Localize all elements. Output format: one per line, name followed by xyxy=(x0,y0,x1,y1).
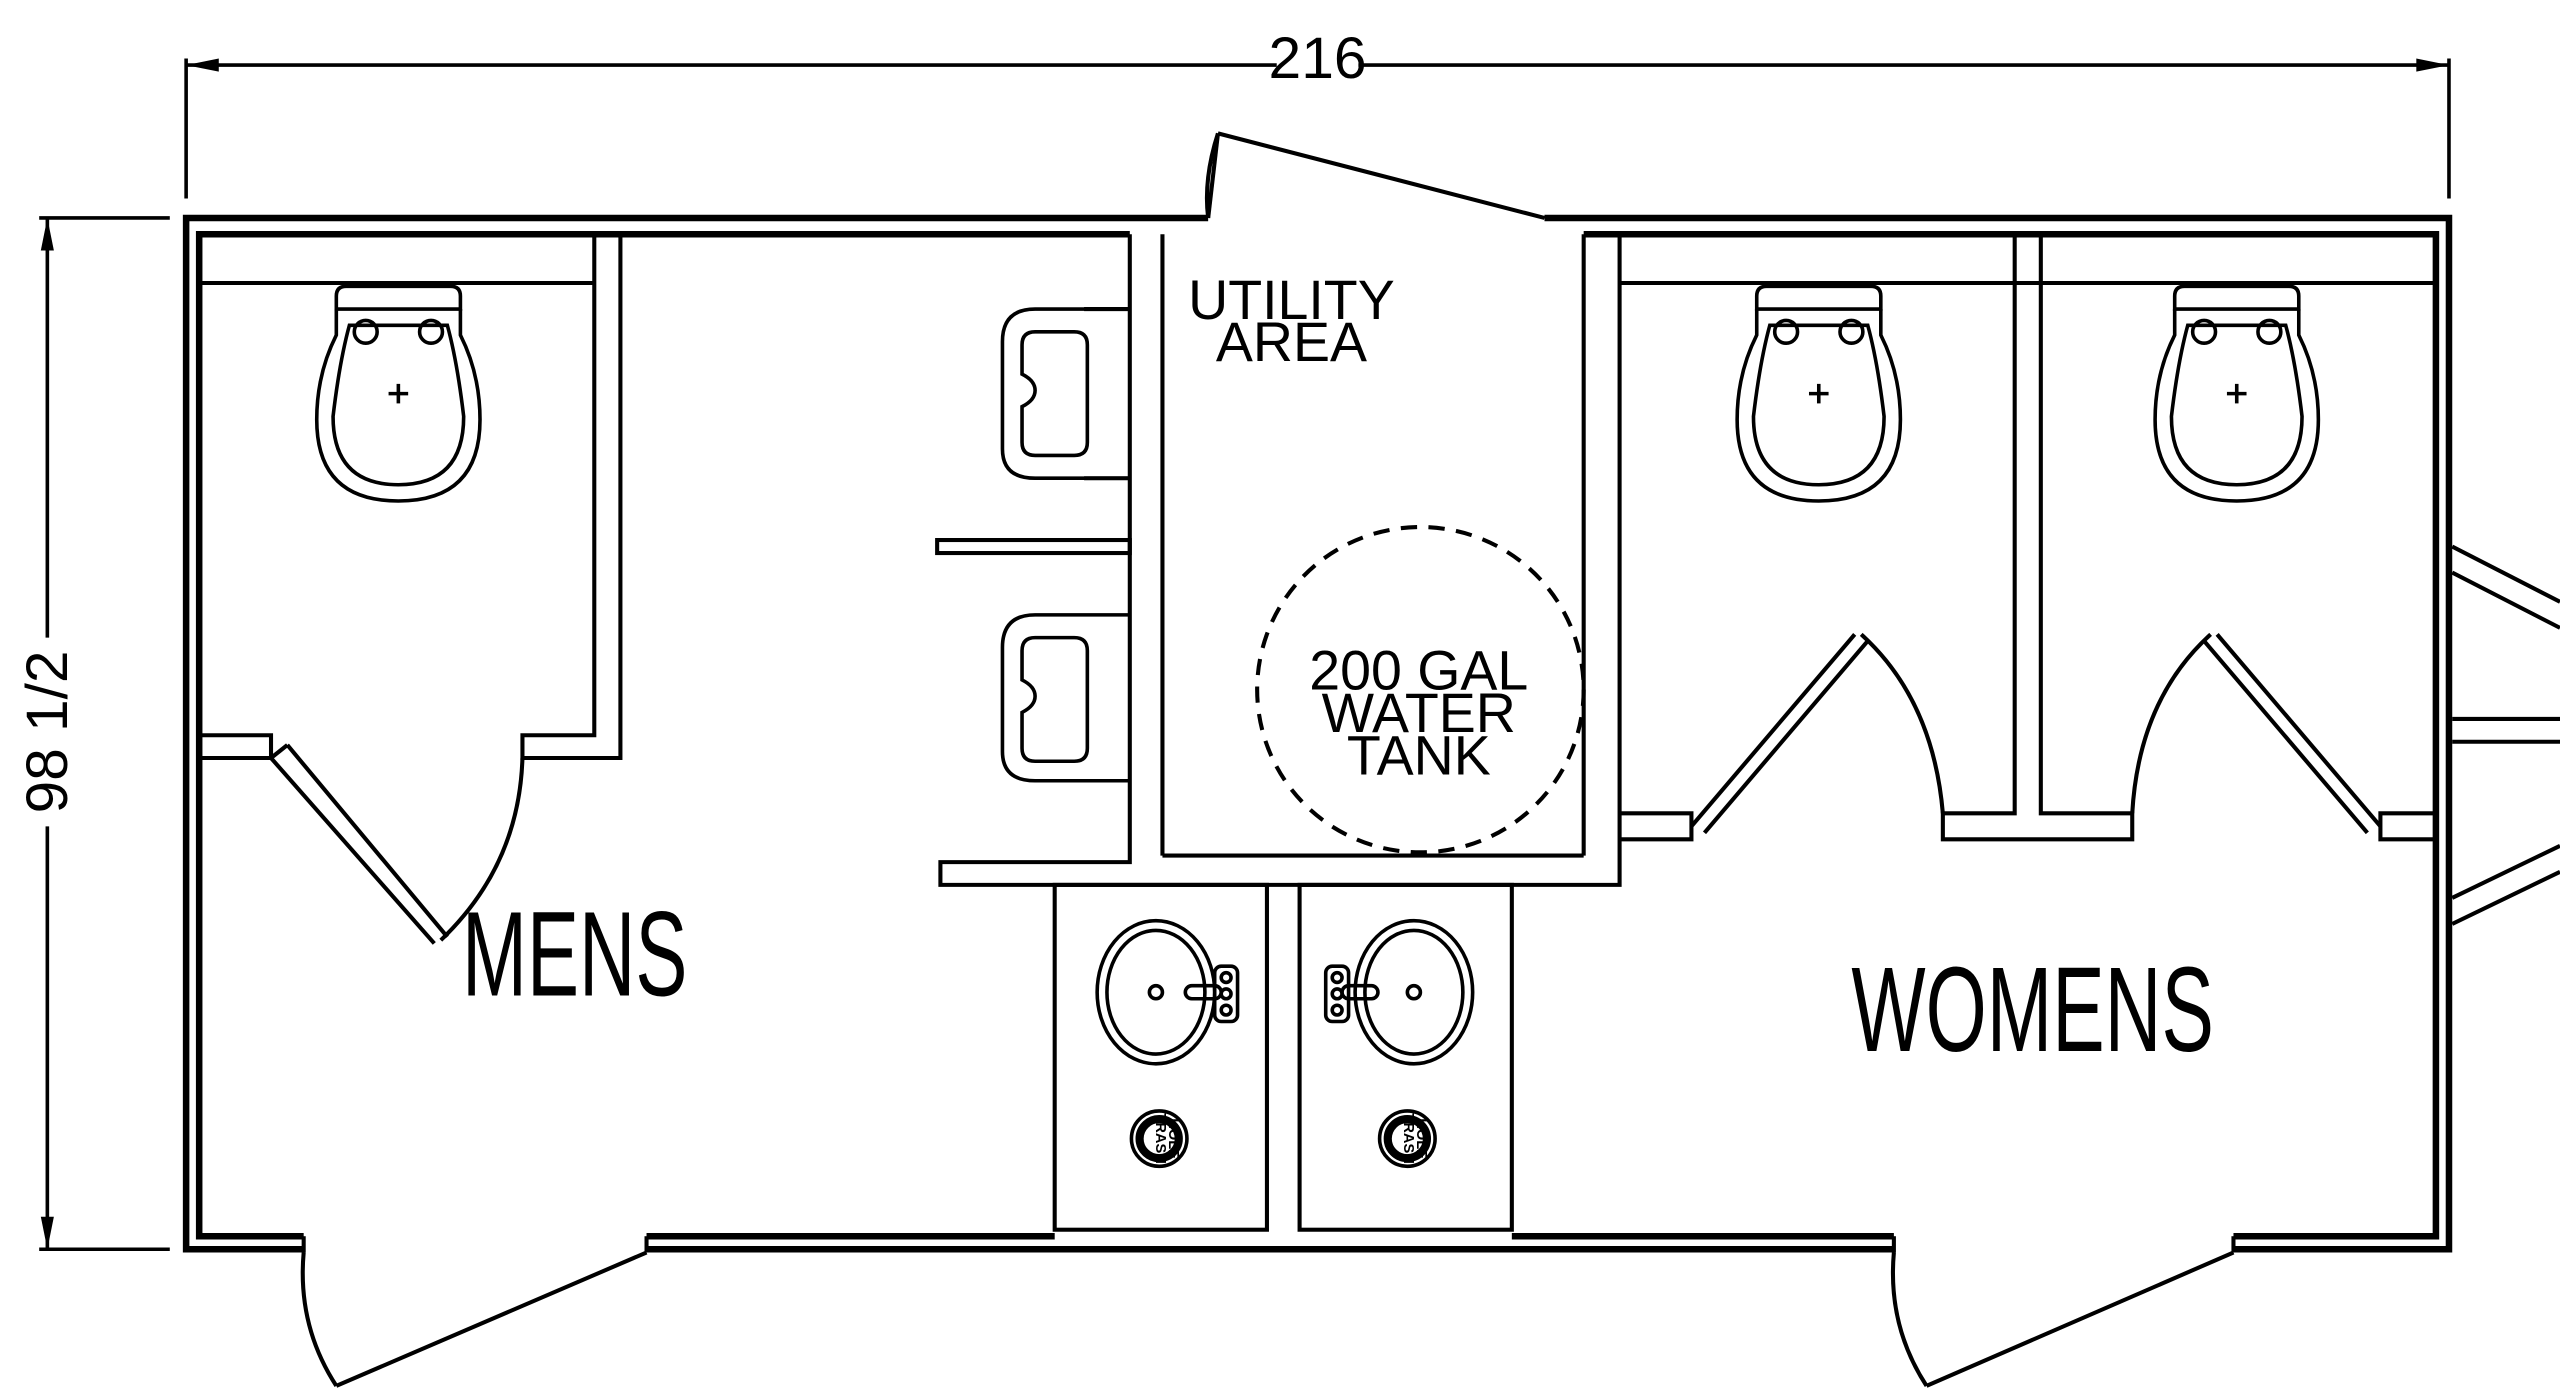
trash-hole-icon: TRASH HOLE xyxy=(1129,1109,1189,1169)
trailer-hitch xyxy=(2451,544,2560,926)
arrow-right-icon xyxy=(2416,58,2449,72)
depth-dimension: 98 1/2 xyxy=(15,216,170,1252)
exterior-walls xyxy=(182,214,2453,1253)
toilet-womens-2 xyxy=(2153,284,2321,503)
tank-label-line2: WATER xyxy=(1322,682,1516,744)
mens-basin-1 xyxy=(1000,307,1130,481)
arrow-down-icon xyxy=(40,1216,54,1250)
sink-cabinet-right: TRASH HOLE xyxy=(1297,882,1514,1232)
faucet-icon xyxy=(1323,964,1380,1024)
width-dimension-label: 216 xyxy=(1269,26,1367,91)
width-dimension: 216 xyxy=(184,26,2451,199)
sink-cabinet-left: TRASH HOLE xyxy=(1052,882,1269,1232)
center-partitions xyxy=(935,234,1622,887)
womens-entry-door xyxy=(1890,1236,2236,1388)
mens-basin-2 xyxy=(1000,613,1130,783)
trash-label-right-2: HOLE xyxy=(1413,1118,1429,1159)
utility-label-line2: AREA xyxy=(1216,311,1367,373)
toilet-womens-1 xyxy=(1735,284,1903,503)
trash-label-left-2: HOLE xyxy=(1165,1118,1181,1159)
mens-stall xyxy=(199,234,623,945)
trash-label-right-1: TRASH xyxy=(1400,1113,1416,1163)
womens-room-label: WOMENS xyxy=(1851,942,2213,1077)
mens-entry-door xyxy=(300,1236,649,1388)
water-tank: 200 GAL WATER TANK xyxy=(1255,524,1586,855)
utility-label-line1: UTILITY xyxy=(1188,269,1395,331)
tank-label-line3: TANK xyxy=(1347,724,1491,786)
toilet-mens xyxy=(314,284,482,503)
trash-hole-icon: TRASH HOLE xyxy=(1377,1109,1437,1169)
tank-label-line1: 200 GAL xyxy=(1309,640,1528,702)
faucet-icon xyxy=(1183,964,1240,1024)
utility-door xyxy=(1204,131,1546,220)
mens-room-label: MENS xyxy=(462,887,687,1022)
trash-label-left-1: TRASH xyxy=(1152,1113,1168,1163)
arrow-up-icon xyxy=(40,217,54,251)
arrow-left-icon xyxy=(186,58,219,72)
depth-dimension-label: 98 1/2 xyxy=(15,651,80,814)
womens-stalls xyxy=(1619,234,2436,842)
